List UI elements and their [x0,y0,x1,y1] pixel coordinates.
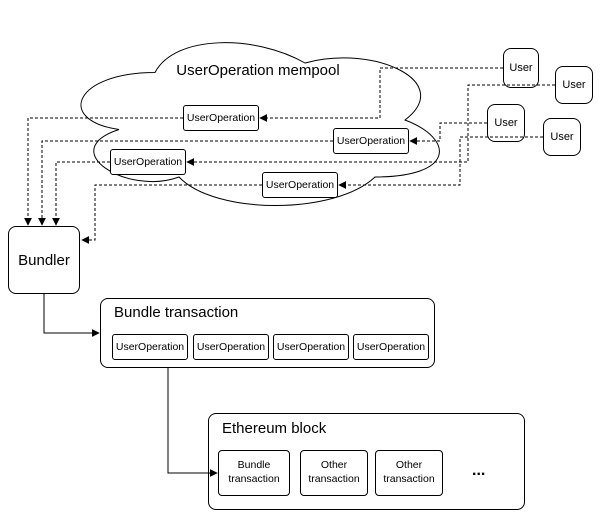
mempool-userop-4: UserOperation [262,172,338,198]
bundle-transaction-title: Bundle transaction [114,304,239,321]
mempool-userop-3: UserOperation [110,149,186,175]
mempool-userop-1: UserOperation [183,105,259,131]
bundler-box: Bundler [8,226,80,294]
ethereum-block-title: Ethereum block [222,420,327,437]
mempool-title: UserOperation mempool [176,62,340,79]
user-box-4: User [543,118,581,156]
user-box-1: User [503,48,539,88]
block-other-transaction-2: Other transaction [375,450,443,496]
bundle-userop-2: UserOperation [193,334,269,360]
bundle-userop-3: UserOperation [273,334,349,360]
user-box-3: User [487,104,525,142]
block-other-transaction-1: Other transaction [300,450,368,496]
user-box-2: User [555,66,593,104]
bundle-userop-1: UserOperation [112,334,188,360]
bundle-userop-4: UserOperation [353,334,429,360]
block-ellipsis: ... [472,462,486,479]
block-bundle-transaction: Bundle transaction [218,450,290,496]
mempool-userop-2: UserOperation [333,128,409,154]
